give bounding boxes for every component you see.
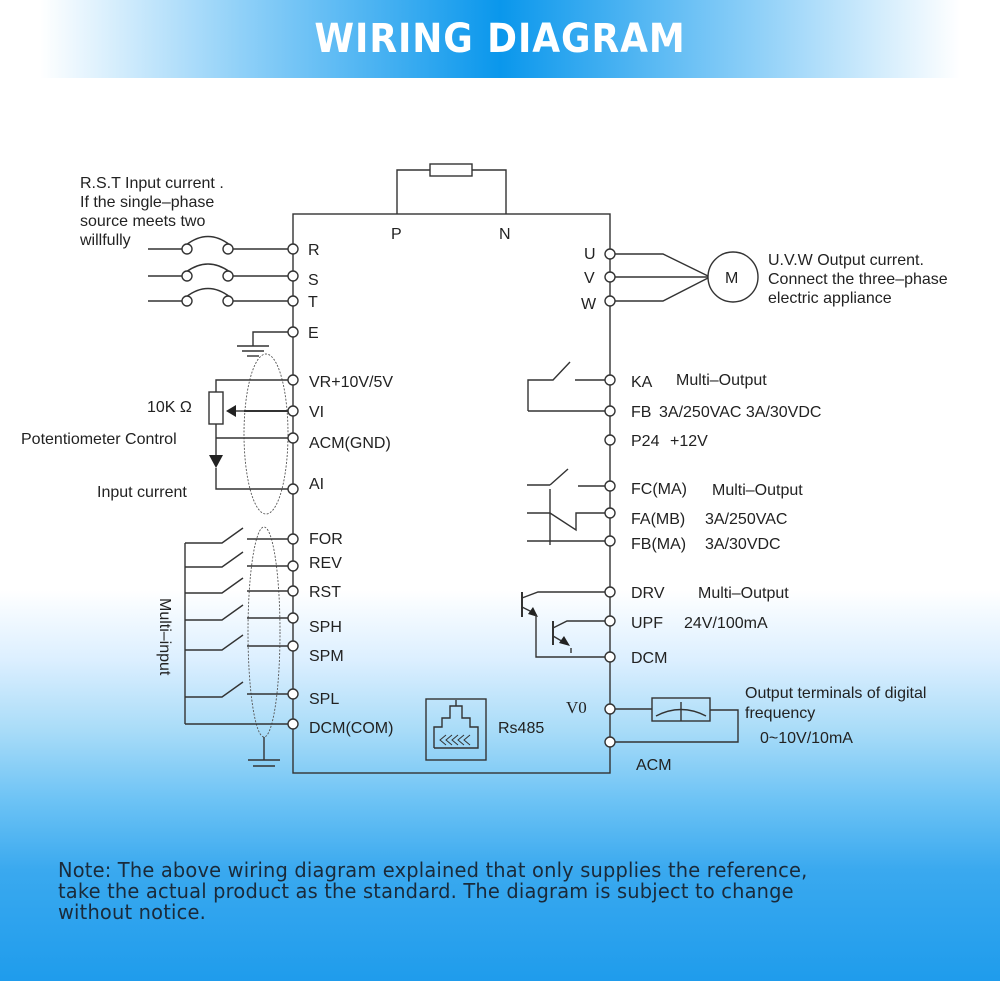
fb-desc: 3A/250VAC 3A/30VDC bbox=[659, 404, 821, 421]
input-note: R.S.T Input current . If the single–phas… bbox=[79, 175, 224, 249]
p24-desc: +12V bbox=[670, 433, 708, 450]
page-title: WIRING DIAGRAM bbox=[314, 16, 686, 62]
terminal-fc-ma: FC(MA) bbox=[631, 481, 687, 498]
terminal-r-point bbox=[287, 243, 299, 255]
terminal-ka: KA bbox=[631, 374, 653, 391]
terminal-r: R bbox=[308, 242, 320, 259]
terminal-p24: P24 bbox=[631, 433, 660, 450]
terminal-for: FOR bbox=[309, 531, 343, 548]
relay-ka-fb bbox=[527, 361, 605, 412]
fc-desc: Multi–Output bbox=[712, 482, 803, 499]
svg-text:U.V.W Output current.: U.V.W Output current. bbox=[768, 252, 924, 269]
terminal-rst: RST bbox=[309, 584, 341, 601]
power-input-breakers bbox=[148, 235, 288, 357]
terminal-fb-ma: FB(MA) bbox=[631, 536, 686, 553]
shield-cable-digital bbox=[247, 526, 281, 738]
digital-input-switches bbox=[184, 527, 288, 767]
inverter-box bbox=[292, 213, 611, 774]
svg-text:source meets two: source meets two bbox=[80, 213, 205, 230]
terminal-dcm: DCM bbox=[631, 650, 667, 667]
transistor-outputs bbox=[521, 591, 605, 658]
terminal-rev: REV bbox=[309, 555, 342, 572]
terminal-spl: SPL bbox=[309, 691, 339, 708]
terminal-t-point bbox=[287, 295, 299, 307]
terminal-w: W bbox=[581, 296, 597, 313]
svg-text:electric appliance: electric appliance bbox=[768, 290, 892, 307]
svg-text:Connect the three–phase: Connect the three–phase bbox=[768, 271, 948, 288]
terminal-sph: SPH bbox=[309, 619, 342, 636]
terminal-u: U bbox=[584, 246, 596, 263]
analog-output-desc-1: Output terminals of digital bbox=[745, 685, 926, 702]
motor-icon bbox=[707, 251, 759, 303]
shield-cable-analog bbox=[243, 353, 289, 515]
terminal-p: P bbox=[391, 226, 402, 243]
svg-text:If the single–phase: If the single–phase bbox=[80, 194, 214, 211]
multi-input-label: Multi–input bbox=[156, 598, 173, 676]
terminal-dcm-com: DCM(COM) bbox=[309, 720, 393, 737]
motor-wiring bbox=[615, 251, 759, 303]
relay-fc-fa-fb bbox=[527, 468, 605, 545]
drv-desc: Multi–Output bbox=[698, 585, 789, 602]
upf-desc: 24V/100mA bbox=[684, 615, 768, 632]
terminal-fa-mb: FA(MB) bbox=[631, 511, 685, 528]
brake-resistor bbox=[396, 163, 507, 214]
terminal-spm: SPM bbox=[309, 648, 344, 665]
terminal-v0: V0 bbox=[566, 698, 587, 717]
rs485-label: Rs485 bbox=[498, 720, 544, 737]
terminal-fb: FB bbox=[631, 404, 651, 421]
potentiometer-label: Potentiometer Control bbox=[21, 431, 177, 448]
svg-text:willfully: willfully bbox=[79, 232, 131, 249]
terminal-ai: AI bbox=[309, 476, 324, 493]
terminal-e-point bbox=[287, 326, 299, 338]
frequency-meter bbox=[615, 697, 739, 743]
analog-output-range: 0~10V/10mA bbox=[760, 730, 853, 747]
input-current-label: Input current bbox=[97, 484, 187, 501]
output-note: U.V.W Output current. Connect the three–… bbox=[768, 252, 948, 307]
fa-desc: 3A/250VAC bbox=[705, 511, 787, 528]
terminal-vi: VI bbox=[309, 404, 324, 421]
terminal-t: T bbox=[308, 294, 318, 311]
terminal-n: N bbox=[499, 226, 511, 243]
terminal-e: E bbox=[308, 325, 319, 342]
terminal-acm-gnd: ACM(GND) bbox=[309, 435, 391, 452]
ka-desc: Multi–Output bbox=[676, 372, 767, 389]
footer-note: Note: The above wiring diagram explained… bbox=[58, 858, 808, 924]
resistor-label: 10K Ω bbox=[147, 399, 192, 416]
title-banner: WIRING DIAGRAM bbox=[40, 0, 960, 78]
analog-output-desc-2: frequency bbox=[745, 705, 815, 722]
terminal-acm: ACM bbox=[636, 757, 672, 774]
terminal-upf: UPF bbox=[631, 615, 663, 632]
terminal-drv: DRV bbox=[631, 585, 665, 602]
motor-label: M bbox=[725, 270, 738, 287]
fbma-desc: 3A/30VDC bbox=[705, 536, 781, 553]
svg-text:R.S.T Input current .: R.S.T Input current . bbox=[80, 175, 224, 192]
terminal-v: V bbox=[584, 270, 595, 287]
potentiometer-circuit bbox=[208, 379, 288, 490]
terminal-vr: VR+10V/5V bbox=[309, 374, 393, 391]
terminal-s-point bbox=[287, 270, 299, 282]
terminal-s: S bbox=[308, 272, 319, 289]
rs485-port-icon bbox=[425, 698, 487, 761]
